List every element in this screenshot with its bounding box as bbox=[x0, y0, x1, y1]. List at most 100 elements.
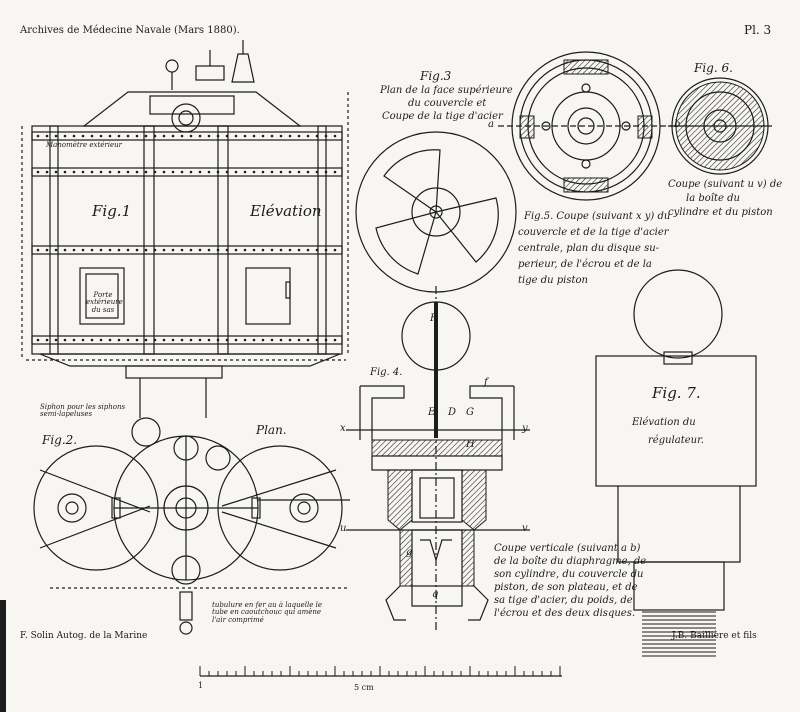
scale-start-label: 1 bbox=[198, 681, 204, 690]
rivet bbox=[162, 248, 166, 252]
rivet bbox=[306, 248, 310, 252]
rivet bbox=[117, 338, 121, 342]
letter-D: D bbox=[448, 407, 457, 418]
letter-g: g bbox=[406, 547, 413, 558]
rivet bbox=[234, 248, 238, 252]
rivet bbox=[189, 248, 193, 252]
rivet bbox=[279, 248, 283, 252]
fig1-door-label: Porte extérieure du sas bbox=[86, 291, 123, 314]
rivet bbox=[225, 134, 229, 138]
rivet bbox=[72, 134, 76, 138]
letter-q: q bbox=[432, 589, 439, 600]
rivet bbox=[288, 170, 292, 174]
rivet bbox=[54, 248, 58, 252]
fig6-title: Fig. 6. bbox=[694, 61, 733, 75]
rivet bbox=[72, 170, 76, 174]
rivet bbox=[288, 338, 292, 342]
rivet bbox=[324, 170, 328, 174]
rivet bbox=[216, 134, 220, 138]
footer-right: J.B. Baillière et fils bbox=[672, 631, 757, 641]
fig7-regulator-drawing bbox=[595, 269, 757, 657]
rivet bbox=[225, 170, 229, 174]
fig4-caption-2: de la boîte du diaphragme, de bbox=[494, 556, 647, 567]
rivet bbox=[144, 248, 148, 252]
letter-H: H bbox=[466, 439, 475, 450]
scale-end-label: 5 cm bbox=[354, 683, 374, 692]
rivet bbox=[189, 338, 193, 342]
rivet bbox=[63, 338, 67, 342]
rivet bbox=[162, 134, 166, 138]
fig4-caption-3: son cylindre, du couvercle du bbox=[494, 569, 644, 580]
letter-E: E bbox=[428, 407, 436, 418]
rivet bbox=[243, 134, 247, 138]
rivet bbox=[252, 170, 256, 174]
fig2-note: tubulure en fer au à laquelle le tube en… bbox=[212, 601, 323, 624]
rivet bbox=[72, 338, 76, 342]
fig5-caption-1: Fig.5. Coupe (suivant x y) du bbox=[524, 211, 671, 222]
rivet bbox=[171, 134, 175, 138]
rivet bbox=[225, 248, 229, 252]
rivet bbox=[324, 338, 328, 342]
rivet bbox=[153, 338, 157, 342]
rivet bbox=[90, 170, 94, 174]
rivet bbox=[126, 248, 130, 252]
rivet bbox=[117, 134, 121, 138]
rivet bbox=[252, 338, 256, 342]
rivet bbox=[234, 134, 238, 138]
rivet bbox=[207, 170, 211, 174]
rivet bbox=[207, 248, 211, 252]
fig5-section-drawing bbox=[498, 51, 676, 201]
fig5-caption-2: couvercle et de la tige d'acier bbox=[518, 227, 669, 238]
rivet bbox=[216, 338, 220, 342]
rivet bbox=[108, 134, 112, 138]
rivet bbox=[270, 248, 274, 252]
rivet bbox=[135, 338, 139, 342]
fig3-caption-3: Coupe de la tige d'acier bbox=[382, 111, 503, 122]
rivet bbox=[63, 134, 67, 138]
rivet bbox=[45, 170, 49, 174]
letter-y: y bbox=[522, 423, 528, 434]
rivet bbox=[315, 338, 319, 342]
rivet bbox=[171, 170, 175, 174]
rivet bbox=[108, 170, 112, 174]
rivet bbox=[144, 170, 148, 174]
rivet bbox=[207, 134, 211, 138]
footer-left: F. Solin Autog. de la Marine bbox=[20, 631, 148, 641]
rivet bbox=[54, 338, 58, 342]
rivet bbox=[144, 134, 148, 138]
rivet bbox=[315, 170, 319, 174]
rivet bbox=[261, 248, 265, 252]
rivet bbox=[63, 170, 67, 174]
header-source: Archives de Médecine Navale (Mars 1880). bbox=[20, 25, 240, 36]
letter-F: F bbox=[430, 313, 437, 324]
fig7-caption-1: Elévation du bbox=[632, 417, 696, 428]
rivet bbox=[324, 134, 328, 138]
rivet bbox=[135, 170, 139, 174]
fig1-title: Fig.1 bbox=[92, 202, 132, 220]
fig7-caption-2: régulateur. bbox=[648, 435, 704, 446]
fig4-caption-5: sa tige d'acier, du poids, de bbox=[494, 595, 633, 606]
rivet bbox=[297, 170, 301, 174]
rivet bbox=[225, 338, 229, 342]
rivet bbox=[198, 248, 202, 252]
rivet bbox=[297, 134, 301, 138]
rivet bbox=[216, 170, 220, 174]
rivet bbox=[306, 170, 310, 174]
rivet bbox=[270, 134, 274, 138]
rivet bbox=[234, 338, 238, 342]
letter-a: a bbox=[488, 119, 494, 130]
rivet bbox=[36, 338, 40, 342]
rivet bbox=[36, 248, 40, 252]
rivet bbox=[90, 248, 94, 252]
fig1-view: Elévation bbox=[250, 202, 322, 220]
fig7-title: Fig. 7. bbox=[652, 384, 701, 402]
rivet bbox=[45, 248, 49, 252]
fig3-caption-2: du couvercle et bbox=[408, 98, 487, 109]
rivet bbox=[198, 134, 202, 138]
fig4-vertical-section-drawing bbox=[346, 286, 530, 630]
letter-u: u bbox=[340, 523, 347, 534]
rivet bbox=[180, 170, 184, 174]
rivet bbox=[189, 170, 193, 174]
letter-b: b bbox=[674, 119, 681, 130]
